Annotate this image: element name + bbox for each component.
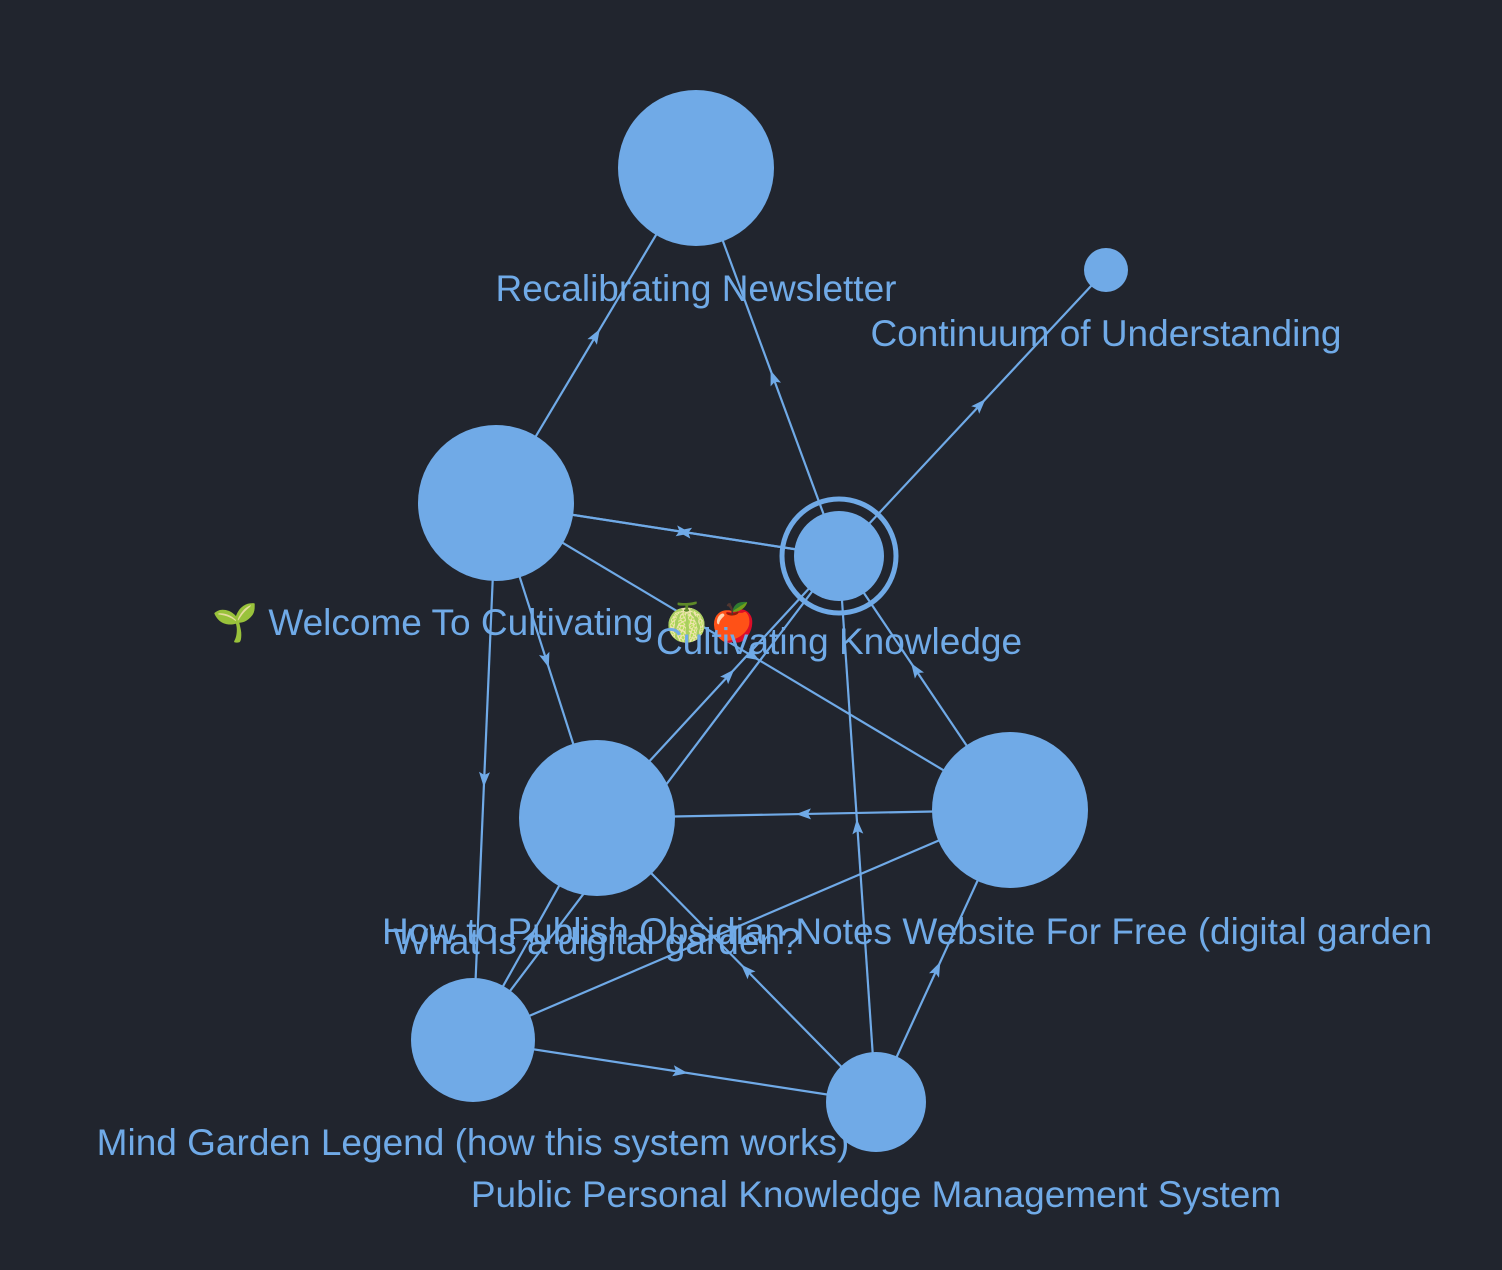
arrowhead-icon (743, 647, 760, 661)
nodes-layer (411, 90, 1128, 1152)
arrowhead-icon (539, 651, 550, 668)
arrowhead-icon (770, 370, 781, 387)
node-recalibrating[interactable] (618, 90, 774, 246)
node-circle[interactable] (932, 732, 1088, 888)
node-obsidian[interactable] (932, 732, 1088, 888)
node-label-legend[interactable]: Mind Garden Legend (how this system work… (97, 1122, 850, 1163)
edge-ppkms-to-cultivating (837, 555, 878, 1103)
edge-line (472, 808, 1011, 1042)
arrowhead-icon (929, 961, 941, 978)
node-circle[interactable] (519, 740, 675, 896)
arrowhead-icon (741, 964, 756, 980)
node-legend[interactable] (411, 978, 535, 1102)
arrowhead-icon (911, 663, 924, 679)
arrowhead-icon (971, 399, 986, 414)
edge-line (471, 502, 498, 1041)
node-continuum[interactable] (1084, 248, 1128, 292)
node-digital-garden[interactable] (519, 740, 675, 896)
arrowhead-icon (725, 925, 741, 937)
arrowhead-icon (522, 929, 535, 946)
edge-line (838, 269, 1107, 557)
arrowhead-icon (852, 819, 864, 835)
node-label-welcome[interactable]: 🌱 Welcome To Cultivating 🍈🍎 (212, 600, 756, 644)
node-welcome[interactable] (418, 425, 574, 581)
arrowhead-icon (720, 669, 735, 685)
node-label-cultivating[interactable]: Cultivating Knowledge (656, 621, 1022, 662)
node-circle[interactable] (418, 425, 574, 581)
edge-welcome-to-legend (471, 502, 498, 1041)
edge-line (472, 1038, 877, 1104)
arrowhead-icon (675, 525, 692, 537)
node-label-continuum[interactable]: Continuum of Understanding (870, 313, 1341, 354)
edge-legend-to-ppkms (472, 1038, 877, 1104)
node-label-ppkms[interactable]: Public Personal Knowledge Management Sys… (471, 1174, 1281, 1215)
node-circle[interactable] (826, 1052, 926, 1152)
node-circle[interactable] (1084, 248, 1128, 292)
node-circle[interactable] (411, 978, 535, 1102)
arrowhead-icon (587, 329, 600, 345)
node-circle[interactable] (794, 511, 884, 601)
node-label-recalibrating[interactable]: Recalibrating Newsletter (495, 268, 896, 309)
node-label-digital-garden[interactable]: What is a digital garden? (393, 921, 800, 962)
arrowhead-icon (479, 771, 490, 787)
node-ppkms[interactable] (826, 1052, 926, 1152)
active-node-ring (779, 496, 899, 616)
edge-welcome-to-obsidian (495, 502, 1011, 811)
arrowhead-icon (672, 1065, 688, 1077)
edge-legend-to-obsidian (472, 808, 1011, 1042)
node-label-obsidian[interactable]: How to Publish Obsidian Notes Website Fo… (382, 911, 1432, 952)
edge-cultivating-to-continuum (838, 269, 1107, 557)
node-cultivating[interactable] (779, 496, 899, 616)
arrowhead-icon (796, 808, 812, 820)
node-circle[interactable] (618, 90, 774, 246)
